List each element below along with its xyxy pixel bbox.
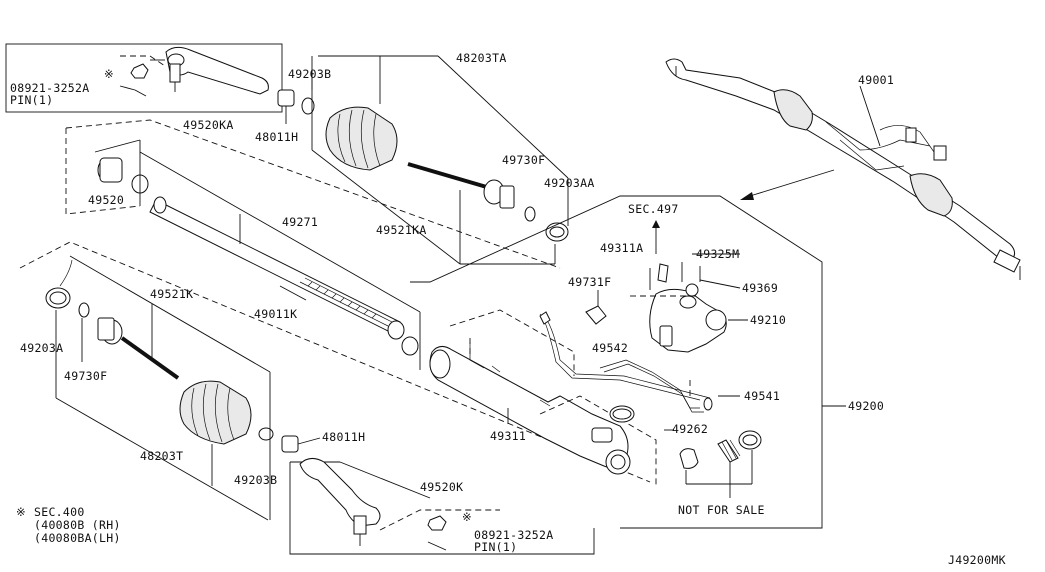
- label-49200: 49200: [848, 399, 884, 413]
- label-49730F-top: 49730F: [502, 153, 545, 167]
- label-48011H-bottom: 48011H: [322, 430, 365, 444]
- not-for-sale-parts: [679, 430, 762, 498]
- label-49521K: 49521K: [150, 287, 193, 301]
- label-sec-400: SEC.400: [34, 505, 85, 519]
- label-49730F-bottom: 49730F: [64, 369, 107, 383]
- gear-housing-group: [429, 309, 657, 486]
- complete-gear-assembly: [665, 58, 1021, 280]
- label-08921-3252A-bottom: 08921-3252A: [474, 528, 553, 542]
- label-sec-400-lh: (40080BA(LH): [34, 531, 121, 545]
- label-48011H-top: 48011H: [255, 130, 298, 144]
- label-pin-top: PIN(1): [10, 93, 53, 107]
- label-48203TA: 48203TA: [456, 51, 507, 65]
- label-49311: 49311: [490, 429, 526, 443]
- label-49203AA: 49203AA: [544, 176, 595, 190]
- label-49271: 49271: [282, 215, 318, 229]
- label-49203B-bottom: 49203B: [234, 473, 277, 487]
- label-49542: 49542: [592, 341, 628, 355]
- label-49203A: 49203A: [20, 341, 63, 355]
- label-48203T: 48203T: [140, 449, 183, 463]
- label-49521KA: 49521KA: [376, 223, 427, 237]
- label-not-for-sale: NOT FOR SALE: [678, 503, 765, 517]
- label-49210: 49210: [750, 313, 786, 327]
- label-sec-400-rh: (40080B (RH): [34, 518, 121, 532]
- rack-group: [65, 119, 561, 370]
- label-pin-bottom: PIN(1): [474, 540, 517, 554]
- label-sec-497: SEC.497: [628, 202, 679, 216]
- label-49541: 49541: [744, 389, 780, 403]
- label-49731F: 49731F: [568, 275, 611, 289]
- valve-assembly-box: [410, 195, 846, 529]
- tie-rod-end-box-bottom: [289, 458, 595, 555]
- label-49203B-top: 49203B: [288, 67, 331, 81]
- asterisk-mark-bottom: ※: [462, 510, 472, 524]
- label-49311A: 49311A: [600, 241, 643, 255]
- label-08921-3252A-top: 08921-3252A: [10, 81, 89, 95]
- label-49369: 49369: [742, 281, 778, 295]
- diagram-code: J49200MK: [948, 553, 1006, 567]
- asterisk-mark-legend: ※: [16, 505, 26, 519]
- label-49520K: 49520K: [420, 480, 463, 494]
- tie-rod-end-box-top: [5, 43, 283, 113]
- top-boot-group: [277, 55, 569, 265]
- label-49011K: 49011K: [254, 307, 297, 321]
- label-49325M: 49325M: [696, 247, 739, 261]
- label-49520: 49520: [88, 193, 124, 207]
- label-49262: 49262: [672, 422, 708, 436]
- label-49520KA: 49520KA: [183, 118, 234, 132]
- inner-tie-rod-top: [407, 162, 569, 265]
- lower-left-boot-group: [19, 241, 651, 521]
- label-49001: 49001: [858, 73, 894, 87]
- asterisk-mark-top: ※: [104, 67, 114, 81]
